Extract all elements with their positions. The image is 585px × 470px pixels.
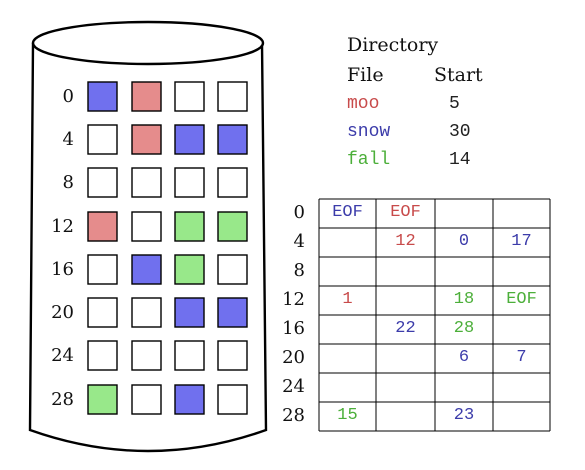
disk-block-29	[131, 384, 162, 415]
disk-block-17	[131, 254, 162, 285]
disk-block-30	[174, 384, 205, 415]
disk-block-1	[131, 81, 162, 112]
fat-row-label: 28	[282, 405, 305, 426]
disk-block-24	[87, 340, 118, 371]
disk-block-8	[87, 167, 118, 198]
disk-block-23	[217, 297, 248, 328]
fat-grid-lines	[318, 198, 551, 432]
directory-entry-fall-start: 14	[449, 150, 471, 170]
disk-body-outline	[28, 42, 268, 453]
fat-cell-value: 18	[453, 290, 475, 309]
disk-block-11	[217, 167, 248, 198]
directory-entry-snow-start: 30	[449, 122, 471, 142]
fat-cell-value: 0	[458, 232, 470, 251]
fat-cell-value: 6	[458, 348, 470, 367]
disk-block-4	[87, 124, 118, 155]
fat-cell-value: EOF	[332, 203, 363, 222]
disk-block-20	[87, 297, 118, 328]
fat-cell-value: 7	[516, 348, 527, 367]
fat-row-label: 12	[282, 289, 305, 310]
directory-panel: Directory File Start moo 5 snow 30 fall …	[347, 32, 497, 182]
disk-block-14	[174, 211, 205, 242]
fat-cell-value: 23	[453, 406, 475, 425]
disk-block-22	[174, 297, 205, 328]
disk-block-6	[174, 124, 205, 155]
disk-block-31	[217, 384, 248, 415]
disk-row-label: 16	[51, 259, 74, 280]
directory-file-header: File	[347, 64, 384, 86]
fat-cell-value: 15	[337, 406, 358, 425]
directory-start-header: Start	[434, 64, 483, 86]
disk-block-7	[217, 124, 248, 155]
disk-block-27	[217, 340, 248, 371]
disk-block-18	[174, 254, 205, 285]
disk-block-0	[87, 81, 118, 112]
disk-row-label: 12	[51, 216, 74, 237]
disk-block-19	[217, 254, 248, 285]
disk-row-label: 28	[51, 389, 74, 410]
disk-block-9	[131, 167, 162, 198]
disk-block-26	[174, 340, 205, 371]
disk-block-10	[174, 167, 205, 198]
fat-cell-value: 22	[395, 319, 416, 338]
directory-title: Directory	[347, 34, 439, 56]
disk-block-21	[131, 297, 162, 328]
directory-entry-fall-name: fall	[347, 150, 391, 170]
disk-block-16	[87, 254, 118, 285]
fat-cell-value: 17	[511, 232, 532, 251]
disk-block-grid	[87, 81, 248, 415]
fat-cell-value: EOF	[390, 203, 421, 222]
disk-block-28	[87, 384, 118, 415]
fat-cell-value: EOF	[506, 290, 537, 309]
fat-row-label: 16	[282, 318, 305, 339]
fat-cell-value: 12	[395, 232, 416, 251]
disk-row-label: 0	[62, 86, 74, 107]
fat-row-label: 8	[293, 260, 305, 281]
disk-block-2	[174, 81, 205, 112]
disk-block-3	[217, 81, 248, 112]
fat-row-label: 24	[282, 376, 305, 397]
disk-block-5	[131, 124, 162, 155]
fat-row-label: 4	[293, 231, 305, 252]
fat-cell-value: 1	[342, 290, 353, 309]
disk-block-25	[131, 340, 162, 371]
disk-row-label: 8	[62, 172, 74, 193]
disk-block-15	[217, 211, 248, 242]
fat-row-label: 0	[293, 202, 305, 223]
disk-row-label: 24	[51, 345, 74, 366]
disk-row-label: 20	[51, 302, 74, 323]
fat-row-label: 20	[282, 347, 305, 368]
disk-block-13	[131, 211, 162, 242]
disk-block-12	[87, 211, 118, 242]
directory-entry-moo-start: 5	[449, 94, 460, 114]
directory-entry-snow-name: snow	[347, 122, 391, 142]
disk-row-label: 4	[62, 129, 74, 150]
directory-entry-moo-name: moo	[347, 94, 380, 114]
disk-top-ellipse	[31, 20, 265, 66]
fat-cell-value: 28	[453, 319, 475, 338]
